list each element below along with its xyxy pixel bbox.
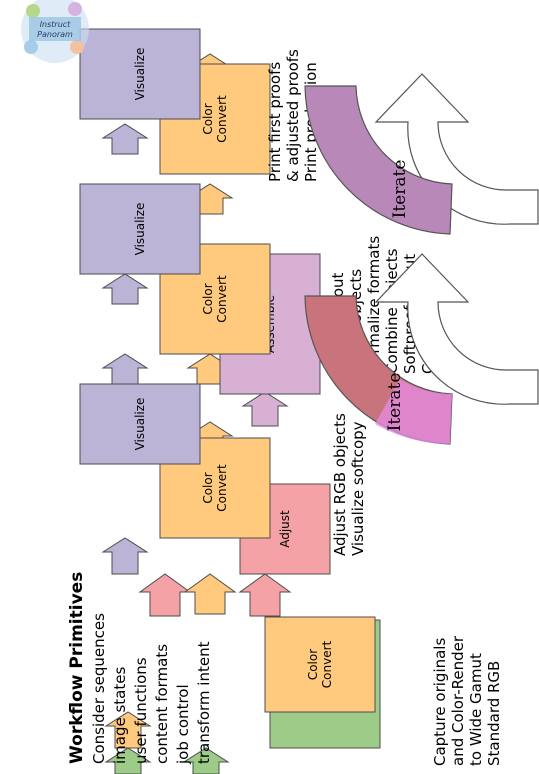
visualize-arrow-3-in — [101, 273, 149, 305]
color-convert-box-4-label: Convert — [215, 95, 229, 143]
color-convert-box-1-label: Convert — [320, 640, 334, 688]
visualize-arrow-5-in — [101, 123, 149, 155]
adjust-arrow-in — [138, 573, 192, 617]
color-convert-box-2-label: Convert — [215, 464, 229, 512]
consider-item: content formats — [153, 644, 171, 764]
visualize-box-3: Visualize — [79, 28, 201, 120]
consider-item: transform intent — [195, 641, 213, 764]
print-notes-line: Print first proofs — [266, 62, 284, 182]
color-convert-box-4-label: Color — [201, 103, 215, 134]
visualize-box-2: Visualize — [79, 183, 201, 275]
assemble-arrow-in — [241, 391, 289, 427]
adjust-notes-line: Adjust RGB objects — [331, 413, 349, 556]
logo: Instruct Panoram — [21, 0, 89, 63]
consider-item: Consider sequences — [90, 613, 108, 764]
consider-item: job control — [174, 684, 192, 765]
iterate-label-2: Iterate — [390, 160, 410, 219]
color-convert-box-2-label: Color — [201, 472, 215, 503]
logo-text-line2: Panoram — [37, 30, 73, 39]
visualize-arrow-2-in — [101, 353, 149, 385]
adjust-notes-line: Visualize softcopy — [349, 421, 367, 556]
capture-arrow-in — [104, 747, 152, 774]
capture-notes-line: Capture originals — [431, 638, 449, 766]
visualize-box-3-label: Visualize — [133, 48, 147, 101]
print-notes-line: & adjusted proofs — [284, 49, 302, 182]
visualize-box-1-label: Visualize — [133, 398, 147, 451]
visualize-box-2-label: Visualize — [133, 203, 147, 256]
capture-notes-line: and Color-Render — [449, 635, 467, 766]
visualize-box-1: Visualize — [79, 383, 201, 465]
consider-item: image states — [111, 667, 129, 764]
convert-arrow-2-in — [183, 573, 237, 615]
block-layer: CaptureColorConvertAdjustColorConvertVis… — [79, 28, 381, 749]
color-convert-box-3-label: Convert — [215, 275, 229, 323]
convert-arrow-in — [104, 711, 152, 749]
adjust-box-label: Adjust — [278, 510, 292, 548]
capture-arrow-in-2 — [182, 747, 230, 774]
assemble-notes-line: Normalize formats — [365, 236, 383, 374]
iterate-arrow-1: Iterate — [304, 253, 539, 445]
capture-notes-line: Standard RGB — [485, 661, 503, 766]
color-convert-box-3-label: Color — [201, 283, 215, 314]
logo-text-line1: Instruct — [40, 20, 71, 29]
capture-notes-line: to Wide Gamut — [467, 653, 485, 766]
iterate-label-1: Iterate — [385, 373, 405, 432]
adjust-arrow-in-2 — [238, 573, 292, 617]
iterate-arrow-2: Iterate — [304, 73, 539, 235]
color-convert-box-1-label: Color — [306, 649, 320, 680]
consider-item: user functions — [132, 657, 150, 764]
title: Workflow Primitives — [67, 572, 87, 764]
visualize-arrow-in — [101, 537, 149, 575]
assemble-notes-line: Combine objects — [383, 248, 401, 374]
